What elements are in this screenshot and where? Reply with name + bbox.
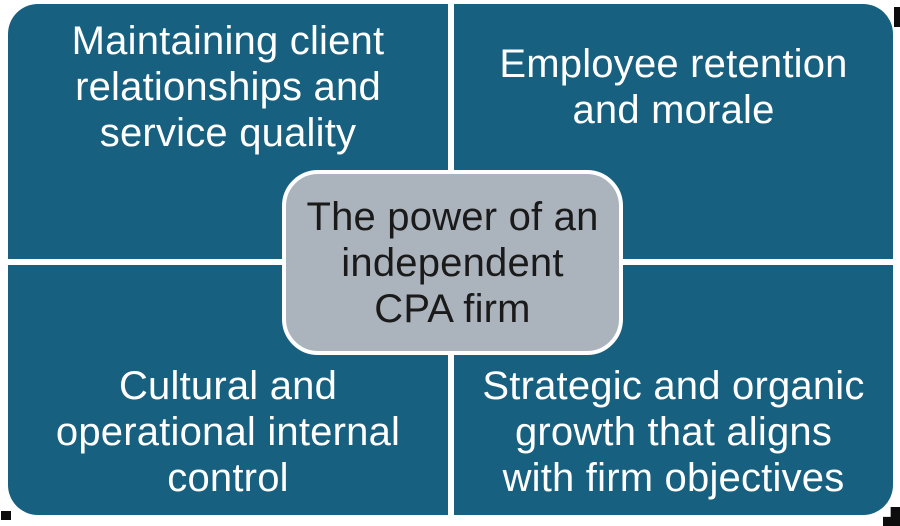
label-line: service quality: [99, 111, 357, 155]
corner-artifact: [894, 7, 900, 27]
label-line: control: [167, 456, 289, 500]
center-title-line: The power of an: [306, 194, 599, 239]
quadrant-bottom-right-label: Strategic and organic growth that aligns…: [454, 353, 893, 511]
quadrant-top-left: Maintaining client relationships and ser…: [8, 4, 448, 259]
quadrant-bottom-left-label: Cultural and operational internal contro…: [8, 353, 448, 511]
quadrant-top-left-label: Maintaining client relationships and ser…: [8, 4, 448, 170]
label-line: Maintaining client: [71, 19, 385, 63]
label-line: with firm objectives: [502, 456, 845, 500]
center-title-line: CPA firm: [374, 286, 531, 331]
corner-artifact: [1, 511, 11, 520]
label-line: growth that aligns: [514, 410, 833, 454]
label-line: Strategic and organic: [482, 364, 865, 408]
label-line: operational internal: [55, 410, 401, 454]
center-title-box: The power of an independent CPA firm: [282, 170, 623, 355]
quadrant-top-right-label: Employee retention and morale: [454, 4, 893, 170]
center-title-line: independent: [341, 240, 564, 285]
label-line: Cultural and: [118, 364, 338, 408]
label-line: relationships and: [75, 65, 381, 109]
label-line: and morale: [572, 88, 775, 132]
label-line: Employee retention: [499, 42, 848, 86]
